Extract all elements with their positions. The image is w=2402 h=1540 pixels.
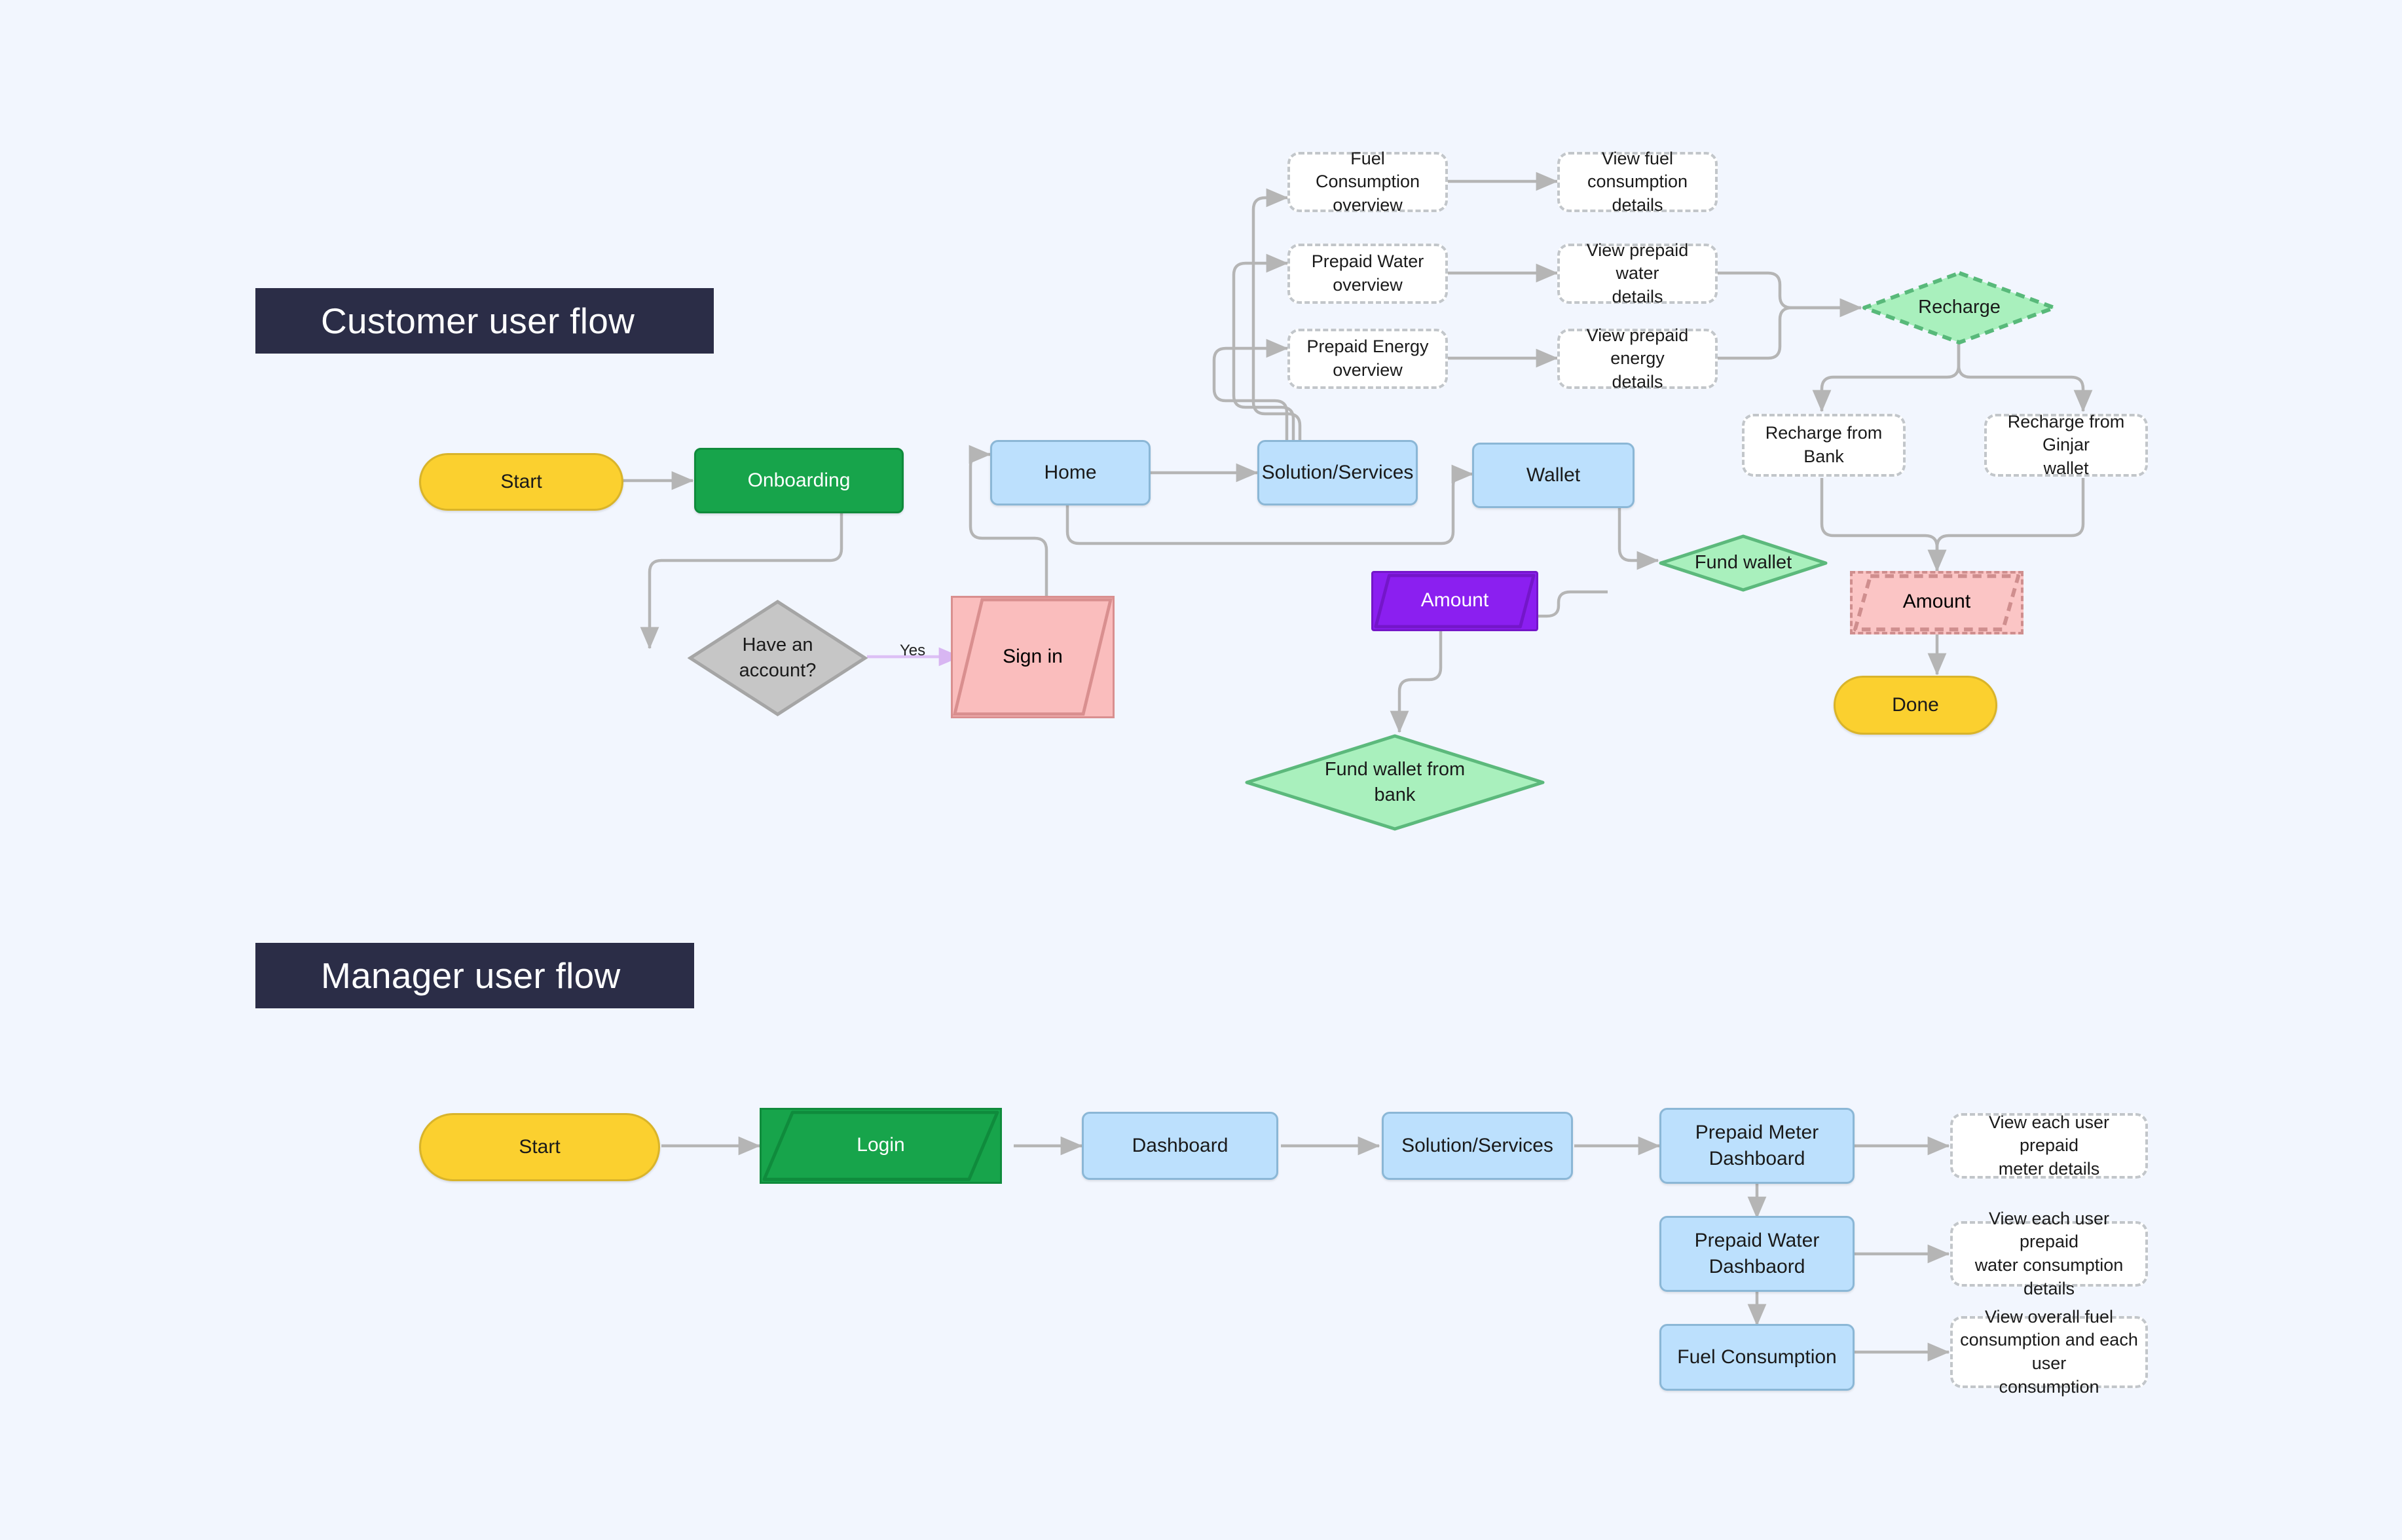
node-recharge-from-ginjar-wallet[interactable]: Recharge from Ginjar wallet: [1984, 412, 2148, 478]
node-view-each-user-prepaid-water-details[interactable]: View each user prepaid water consumption…: [1950, 1209, 2148, 1298]
node-wallet[interactable]: Wallet: [1472, 443, 1635, 508]
node-prepaid-water-overview[interactable]: Prepaid Water overview: [1287, 244, 1448, 304]
node-prepaid-meter-dashboard[interactable]: Prepaid Meter Dashboard: [1659, 1108, 1855, 1184]
node-sign-in[interactable]: Sign in: [951, 596, 1115, 718]
node-manager-dashboard[interactable]: Dashboard: [1082, 1112, 1278, 1180]
node-fuel-consumption-overview[interactable]: Fuel Consumption overview: [1287, 149, 1448, 215]
node-manager-solution-services[interactable]: Solution/Services: [1382, 1112, 1573, 1180]
customer-flow-banner: Customer user flow: [255, 288, 714, 354]
node-view-overall-fuel-consumption-details[interactable]: View overall fuel consumption and each u…: [1950, 1307, 2148, 1397]
diamond-shape-green-large: [1245, 734, 1545, 831]
parallelogram-shape-pink: [951, 596, 1115, 718]
node-view-each-user-prepaid-meter-details[interactable]: View each user prepaid meter details: [1950, 1112, 2148, 1179]
node-login[interactable]: Login: [760, 1108, 1002, 1184]
parallelogram-shape-pink-dashed: [1850, 571, 2023, 635]
edge-label-yes: Yes: [900, 642, 926, 659]
node-amount-fund-wallet[interactable]: Amount: [1371, 571, 1538, 631]
node-prepaid-energy-overview[interactable]: Prepaid Energy overview: [1287, 329, 1448, 389]
node-view-prepaid-water-details[interactable]: View prepaid water details: [1557, 240, 1718, 306]
node-view-fuel-consumption-details[interactable]: View fuel consumption details: [1557, 149, 1718, 215]
node-fund-wallet-from-bank[interactable]: Fund wallet from bank: [1244, 733, 1545, 832]
manager-flow-banner-label: Manager user flow: [321, 955, 621, 996]
diamond-shape-green: [1659, 534, 1828, 592]
node-prepaid-water-dashboard[interactable]: Prepaid Water Dashbaord: [1659, 1216, 1855, 1292]
node-have-an-account[interactable]: Have an account?: [688, 599, 868, 717]
node-fund-wallet[interactable]: Fund wallet: [1658, 534, 1828, 593]
node-customer-solution-services[interactable]: Solution/Services: [1257, 440, 1418, 505]
node-amount-recharge[interactable]: Amount: [1850, 571, 2023, 635]
node-done[interactable]: Done: [1834, 676, 1997, 735]
node-recharge[interactable]: Recharge: [1861, 270, 2058, 346]
node-home[interactable]: Home: [990, 440, 1151, 505]
node-recharge-from-bank[interactable]: Recharge from Bank: [1742, 414, 1906, 477]
node-fuel-consumption-dashboard[interactable]: Fuel Consumption: [1659, 1324, 1855, 1391]
diamond-shape-grey: [688, 600, 868, 716]
parallelogram-shape-green: [760, 1108, 1002, 1184]
node-customer-start[interactable]: Start: [419, 453, 623, 511]
node-manager-start[interactable]: Start: [419, 1113, 660, 1181]
node-view-prepaid-energy-details[interactable]: View prepaid energy details: [1557, 325, 1718, 392]
diamond-shape-green-dashed: [1862, 271, 2056, 344]
customer-flow-banner-label: Customer user flow: [321, 301, 635, 341]
node-customer-onboarding[interactable]: Onboarding: [694, 448, 904, 513]
manager-flow-banner: Manager user flow: [255, 943, 694, 1008]
